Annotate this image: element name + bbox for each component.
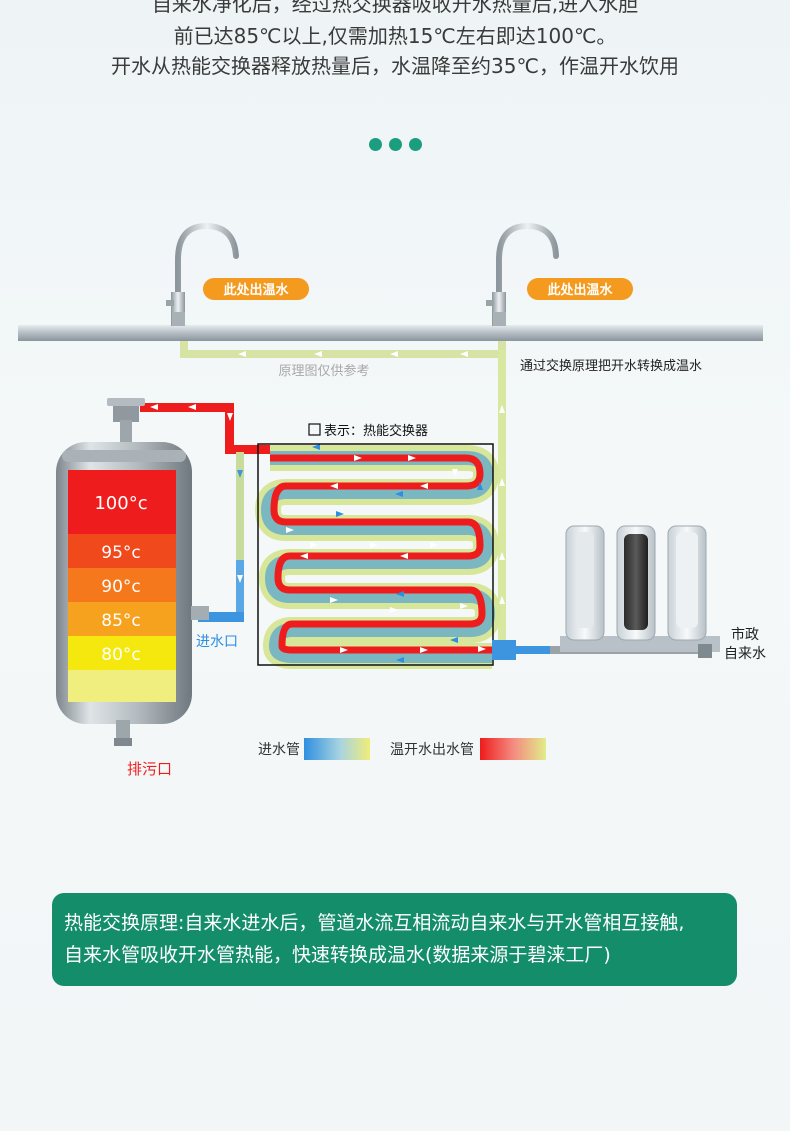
exchanger-legend: 表示：热能交换器 xyxy=(324,423,428,439)
reference-note: 原理图仅供参考 xyxy=(278,363,369,379)
temp-100: 100°c xyxy=(94,493,147,514)
temp-95: 95°c xyxy=(101,543,140,563)
pagination-dots xyxy=(369,138,423,152)
principle-line-1: 热能交换原理:自来水进水后，管道水流互相流动自来水与开水管相互接触, xyxy=(64,912,685,934)
legend-inlet-swatch xyxy=(304,738,370,760)
warm-water-pipe xyxy=(180,341,506,650)
temp-90: 90°c xyxy=(101,577,140,597)
heat-exchanger-frame xyxy=(257,443,494,666)
municipal-label-line1: 市政 xyxy=(731,626,759,643)
legend-outlet-label: 温开水出水管 xyxy=(390,742,474,758)
heat-exchanger-coil xyxy=(255,444,501,669)
inlet-label: 进水口 xyxy=(196,634,238,650)
countertop-pipe xyxy=(18,325,763,341)
faucet-left xyxy=(166,222,239,326)
legend-inlet-label: 进水管 xyxy=(258,742,300,758)
tank-inlet-pipe xyxy=(198,452,244,622)
faucet-badge-right-bg xyxy=(527,278,633,300)
faucet-right xyxy=(486,222,559,326)
filter-1 xyxy=(565,525,605,641)
principle-info-box: 热能交换原理:自来水进水后，管道水流互相流动自来水与开水管相互接触, 自来水管吸… xyxy=(52,893,737,986)
principle-line-2: 自来水管吸收开水管热能，快速转换成温水(数据来源于碧涞工厂) xyxy=(64,944,611,966)
warm-flow-arrows xyxy=(238,351,505,604)
temperature-bands xyxy=(68,470,176,702)
filter-3 xyxy=(667,525,707,641)
hot-water-pipe xyxy=(140,403,275,454)
water-filters xyxy=(560,525,720,658)
dot-3 xyxy=(409,138,422,151)
faucet-badge-left-bg xyxy=(203,278,309,300)
intro-line-3: 开水从热能交换器释放热量后，水温降至约35℃，作温开水饮用 xyxy=(111,54,679,78)
drain-label: 排污口 xyxy=(127,760,172,778)
faucet-badge-left: 此处出温水 xyxy=(223,282,289,298)
dot-1 xyxy=(369,138,382,151)
temp-80: 80°c xyxy=(101,645,140,665)
temp-85: 85°c xyxy=(101,611,140,631)
legend-outlet-swatch xyxy=(480,738,546,760)
exchange-note: 通过交换原理把开水转换成温水 xyxy=(520,358,702,374)
exchanger-legend-box xyxy=(308,423,321,436)
intro-line-2: 前已达85℃以上,仅需加热15℃左右即达100℃。 xyxy=(173,24,617,48)
municipal-label-line2: 自来水 xyxy=(724,646,766,662)
faucet-badge-right: 此处出温水 xyxy=(547,282,613,298)
dot-2 xyxy=(389,138,402,151)
filter-2 xyxy=(616,525,656,641)
intro-line-1: 自来水净化后，经过热交换器吸收开水热量后,进入水胆 xyxy=(151,0,639,16)
